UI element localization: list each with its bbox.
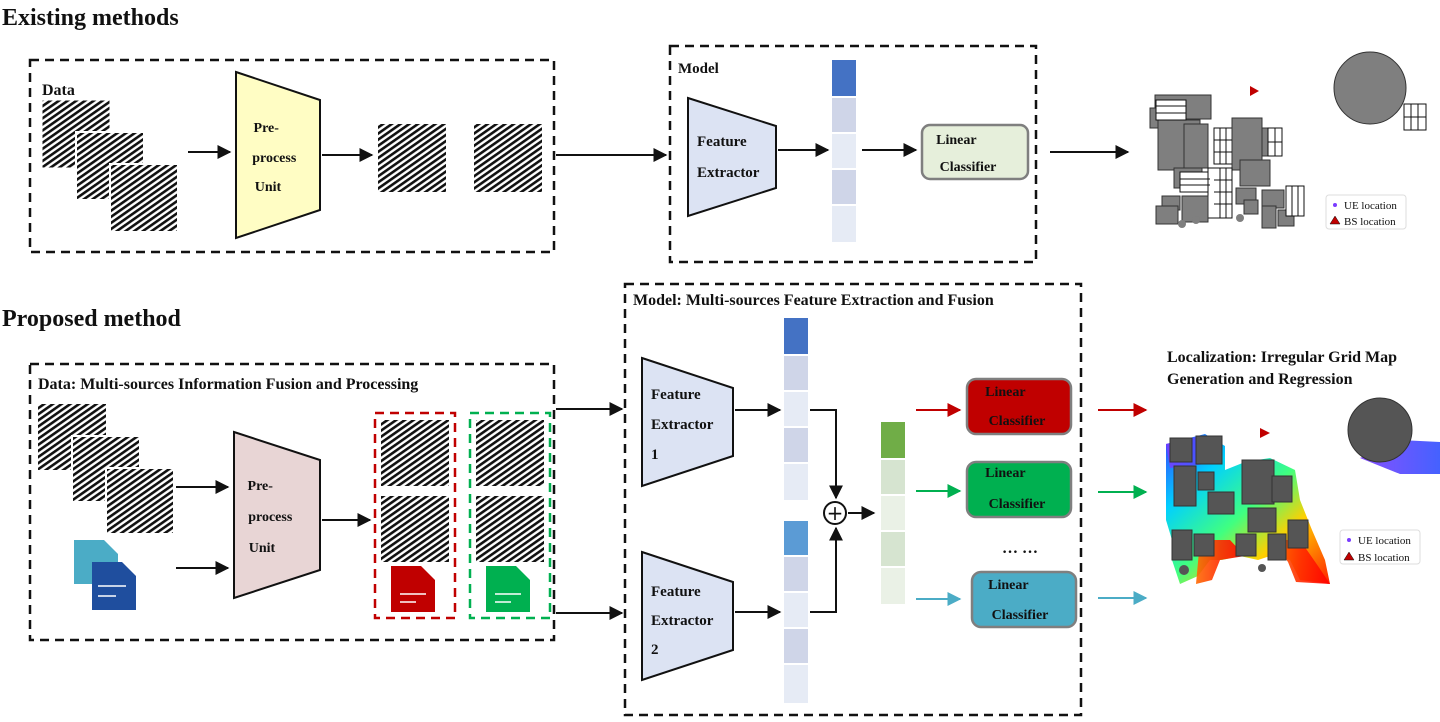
existing-feature-extractor: Feature Extractor: [687, 96, 777, 218]
legend-bs-label: BS location: [1344, 216, 1396, 228]
proposed-data-label: Data: Multi-sources Information Fusion a…: [38, 376, 418, 393]
existing-building-map: UE location BS location: [1149, 51, 1427, 230]
feature-extractor-2: Feature Extractor 2: [641, 550, 734, 682]
bs-legend-icon: [1329, 215, 1341, 225]
proposed-model-box: Model: Multi-sources Feature Extraction …: [623, 282, 1083, 717]
arrow-v1-to-fusion: [810, 409, 843, 500]
ue-marker-icon: [1347, 538, 1351, 542]
proposed-input-image-stack: [38, 404, 175, 535]
processed-image-2: [474, 124, 542, 192]
linear-classifier-red: Linear Classifier: [965, 377, 1073, 436]
existing-model-box: Model Feature Extractor Linear Classifie…: [668, 44, 1038, 264]
existing-data-box: Data Pre- process Unit: [28, 58, 556, 254]
feature-vector-2: [784, 521, 808, 703]
existing-methods-title: Existing methods: [2, 5, 179, 31]
proposed-preprocess-unit: Pre- process Unit: [233, 430, 321, 600]
proposed-model-label: Model: Multi-sources Feature Extraction …: [633, 292, 994, 309]
ue-marker-icon: [1333, 203, 1337, 207]
localization-legend: UE location BS location: [1339, 529, 1421, 565]
round-building: [1333, 51, 1407, 125]
existing-feature-vector: [832, 60, 856, 242]
feature-extractor-label: Feature Extractor: [697, 134, 760, 181]
linear-classifier-cyan: Linear Classifier: [970, 570, 1078, 629]
bs-legend-icon: [1343, 551, 1355, 561]
localization-title: Localization: Irregular Grid Map Generat…: [1167, 349, 1401, 388]
preprocess-label: Pre- process Unit: [248, 479, 296, 556]
proposed-data-box: Data: Multi-sources Information Fusion a…: [28, 362, 556, 642]
round-building: [1347, 397, 1413, 463]
legend-ue-label: UE location: [1344, 200, 1397, 212]
proposed-method-title: Proposed method: [2, 306, 182, 332]
linear-classifier-label: Linear Classifier: [936, 133, 996, 175]
legend-ue-label: UE location: [1358, 535, 1411, 547]
existing-map-legend: UE location BS location: [1325, 194, 1407, 230]
fusion-add-icon: +: [823, 501, 847, 525]
feature-vector-1: [784, 318, 808, 500]
proposed-input-files: [74, 540, 136, 610]
localization-heatmap: UE location BS location: [1166, 397, 1440, 584]
classifier-red-label: Linear Classifier: [985, 385, 1045, 429]
bs-marker-icon: [1260, 428, 1270, 438]
preprocess-label: Pre- process Unit: [252, 121, 300, 195]
bs-marker-icon: [1250, 86, 1259, 96]
processed-image-1: [378, 124, 446, 192]
classifier-green-label: Linear Classifier: [985, 466, 1045, 512]
feature-extractor-1-label: Feature Extractor 1: [651, 387, 717, 463]
fusion-symbol: +: [827, 501, 844, 525]
existing-data-label: Data: [42, 82, 75, 99]
more-classifiers-ellipsis: … …: [1002, 540, 1038, 557]
feature-extractor-1: Feature Extractor 1: [641, 356, 734, 488]
input-image-stack: [41, 99, 179, 233]
feature-extractor-2-label: Feature Extractor 2: [651, 584, 717, 658]
arrow-v2-to-fusion: [810, 526, 843, 613]
fused-feature-vector: [881, 422, 905, 604]
legend-bs-label: BS location: [1358, 552, 1410, 564]
file-icon: [391, 566, 435, 612]
existing-preprocess-unit: Pre- process Unit: [235, 70, 321, 240]
classifier-cyan-label: Linear Classifier: [988, 578, 1048, 623]
existing-linear-classifier: Linear Classifier: [920, 123, 1030, 181]
existing-model-label: Model: [678, 61, 719, 77]
processed-group-green: [468, 411, 552, 620]
file-icon: [486, 566, 530, 612]
linear-classifier-green: Linear Classifier: [965, 460, 1073, 519]
processed-group-red: [373, 411, 457, 620]
